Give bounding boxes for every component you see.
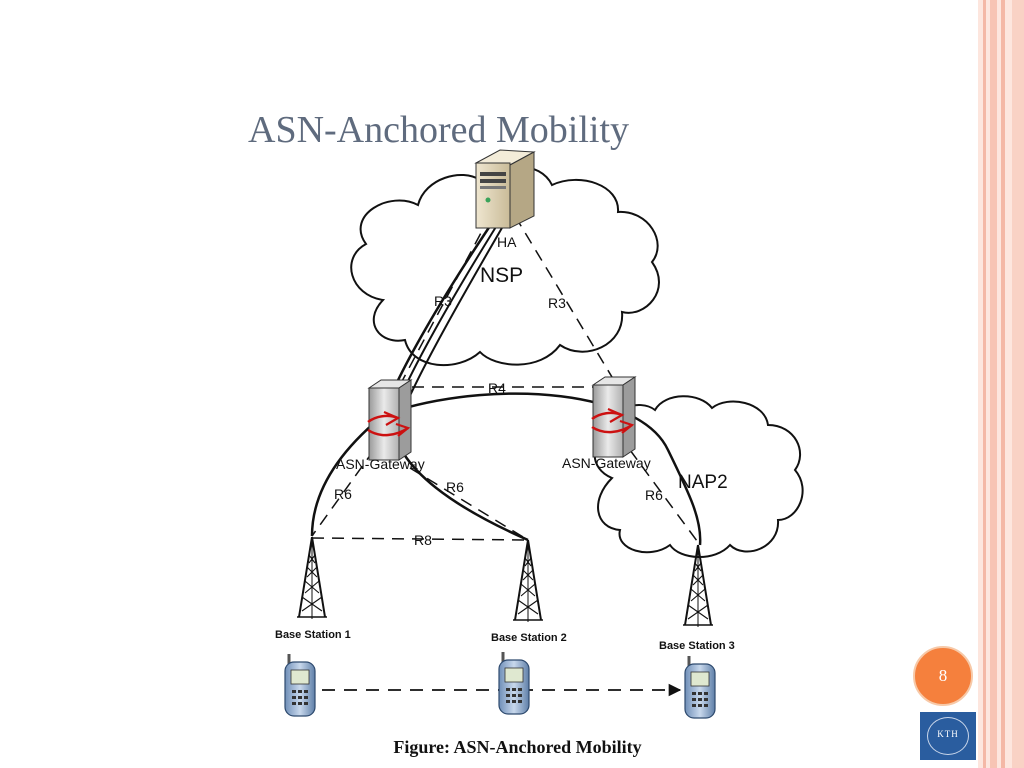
r3-right-label: R3 xyxy=(548,295,566,311)
page-number: 8 xyxy=(938,666,948,685)
asn-gateway-right-icon xyxy=(590,375,637,459)
reference-links xyxy=(311,215,701,546)
asn-gateway-left-label: ASN-Gateway xyxy=(336,456,425,472)
mobile-phone-icon xyxy=(497,650,531,716)
nsp-cloud-icon xyxy=(350,165,660,367)
nap2-cloud-icon xyxy=(593,395,804,558)
slide-title: ASN-Anchored Mobility xyxy=(248,109,630,151)
ha-server-icon xyxy=(474,149,536,229)
kth-logo: KTH xyxy=(920,712,976,760)
asn-gateway-right-label: ASN-Gateway xyxy=(562,455,651,471)
decorative-stripe xyxy=(990,0,997,768)
r3-left-label: R3 xyxy=(434,293,452,309)
r8-label: R8 xyxy=(414,532,432,548)
r6-left-label: R6 xyxy=(334,486,352,502)
ha-label: HA xyxy=(497,234,517,250)
r6-right-label: R6 xyxy=(645,487,663,503)
base-station-2-icon xyxy=(512,539,544,623)
decorative-stripe xyxy=(1001,0,1005,768)
nap2-label: NAP2 xyxy=(678,472,728,493)
base-station-1-label: Base Station 1 xyxy=(275,629,351,641)
figure-caption: Figure: ASN-Anchored Mobility xyxy=(393,737,642,757)
logo-ring xyxy=(927,717,969,755)
asn-gateway-left-icon xyxy=(366,378,413,462)
page-number-badge: 8 xyxy=(913,646,973,706)
decorative-stripe xyxy=(983,0,986,768)
r4-label: R4 xyxy=(488,380,506,396)
base-station-3-label: Base Station 3 xyxy=(659,640,735,652)
base-station-2-label: Base Station 2 xyxy=(491,632,567,644)
r6-mid-label: R6 xyxy=(446,479,464,495)
mobile-phone-icon xyxy=(683,654,717,720)
mobile-phone-icon xyxy=(283,652,317,718)
kth-logo-text: KTH xyxy=(937,729,959,739)
decorative-stripe xyxy=(1012,0,1024,768)
base-station-1-icon xyxy=(296,536,328,620)
nsp-label: NSP xyxy=(480,264,523,287)
